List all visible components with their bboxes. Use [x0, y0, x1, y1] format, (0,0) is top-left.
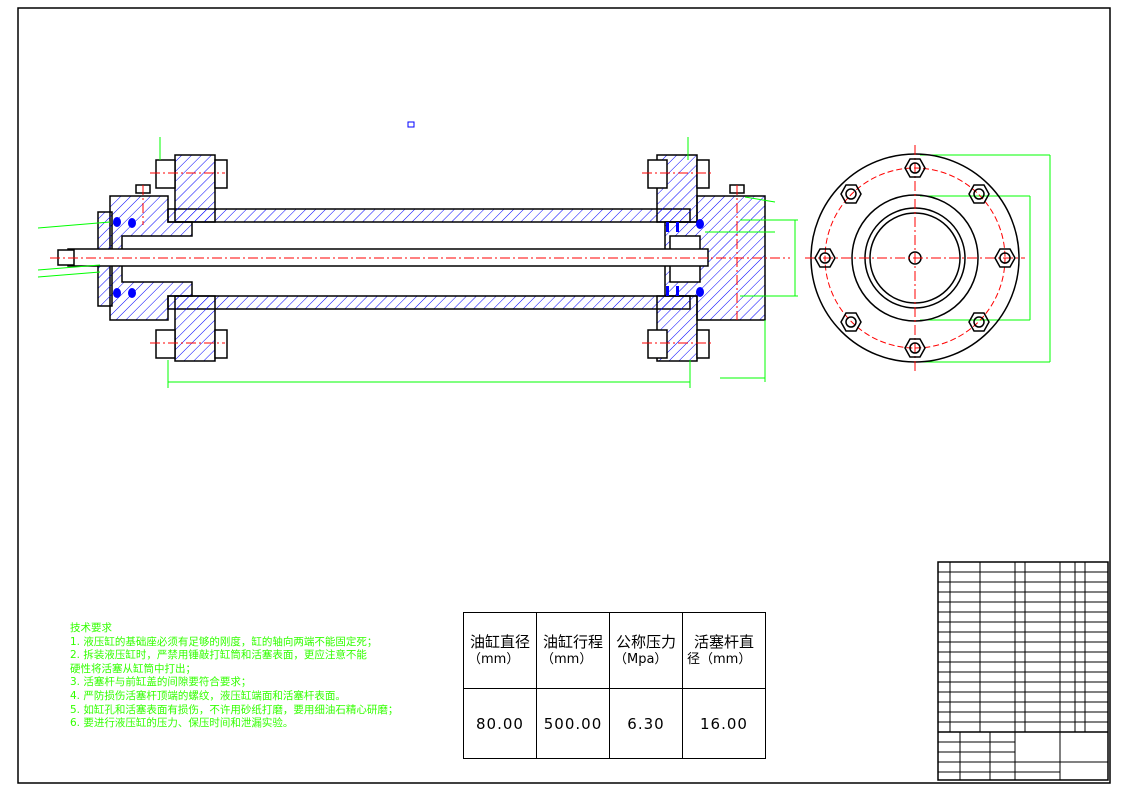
requirement-item: 6. 要进行液压缸的压力、保压时间和泄漏实验。 — [70, 717, 294, 730]
requirement-item: 5. 如缸孔和活塞表面有损伤，不许用砂纸打磨，要用细油石精心研磨； — [70, 703, 399, 716]
value-cylinder-diameter: 80.00 — [463, 688, 537, 759]
title-block — [937, 561, 1109, 781]
value-nominal-pressure: 6.30 — [609, 688, 683, 759]
requirement-item: 2. 拆装液压缸时，严禁用锤敲打缸筒和活塞表面，更应注意不能 — [70, 649, 367, 662]
requirement-item: 3. 活塞杆与前缸盖的间隙要符合要求； — [70, 676, 252, 689]
header-label: 油缸行程 — [542, 632, 603, 651]
requirement-item: 1. 液压缸的基础座必须有足够的刚度，缸的轴向两端不能固定死； — [70, 635, 378, 648]
right-end-cap — [664, 195, 766, 321]
seals — [113, 217, 704, 298]
header-label: 公称压力 — [615, 632, 676, 651]
end-view-bolts — [814, 158, 1016, 358]
centerlines — [50, 172, 790, 344]
end-view — [805, 145, 1025, 372]
value-rod-diameter: 16.00 — [682, 688, 766, 759]
parameters-table: 油缸直径（mm） 油缸行程（mm） 公称压力（Mpa） 活塞杆直径（mm） 80… — [463, 612, 766, 759]
requirement-item: 硬性将活塞从缸筒中打出； — [70, 662, 196, 675]
header-stroke: 油缸行程（mm） — [536, 612, 610, 689]
header-label: 油缸直径 — [469, 632, 530, 651]
requirements-title: 技术要求 — [70, 622, 112, 634]
header-nominal-pressure: 公称压力（Mpa） — [609, 612, 683, 689]
cylinder-tube-bottom — [167, 295, 691, 310]
header-cylinder-diameter: 油缸直径（mm） — [463, 612, 537, 689]
header-unit: 径（mm） — [687, 651, 752, 667]
requirement-item: 4. 严防损伤活塞杆顶端的螺纹，液压缸端面和活塞杆表面。 — [70, 689, 346, 702]
parameters-header-row: 油缸直径（mm） 油缸行程（mm） 公称压力（Mpa） 活塞杆直径（mm） — [463, 612, 766, 689]
parameters-value-row: 80.00 500.00 6.30 16.00 — [463, 688, 766, 759]
cylinder-tube-top — [167, 208, 691, 223]
bolts — [135, 159, 745, 359]
header-unit: （mm） — [541, 651, 593, 667]
header-rod-diameter: 活塞杆直径（mm） — [682, 612, 766, 689]
header-label: 活塞杆直 — [693, 632, 754, 651]
header-unit: （mm） — [468, 651, 520, 667]
value-stroke: 500.00 — [536, 688, 610, 759]
left-flange-top — [174, 154, 216, 223]
left-flange-bottom — [174, 295, 216, 362]
header-unit: （Mpa） — [614, 651, 668, 667]
drawing-frame — [17, 7, 1111, 784]
